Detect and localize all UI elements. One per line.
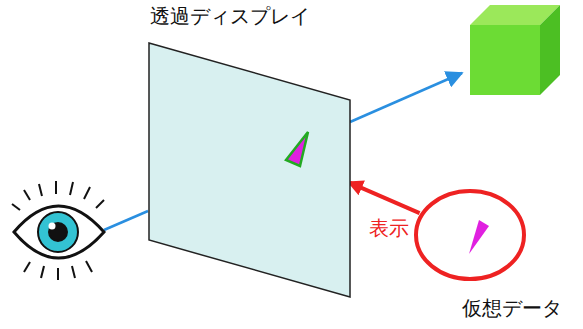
virtual-object bbox=[469, 220, 489, 254]
display-arrow bbox=[350, 183, 420, 213]
real-object-cube bbox=[470, 5, 560, 95]
edge-label: 表示 bbox=[369, 216, 409, 240]
virtual-data-circle: 仮想データ bbox=[413, 188, 527, 282]
node-label: 仮想データ bbox=[462, 296, 562, 320]
node-label: 透過ディスプレイ bbox=[150, 4, 310, 28]
node-outline bbox=[148, 42, 352, 298]
node-outline bbox=[413, 188, 527, 282]
eye-icon bbox=[12, 181, 104, 280]
virtual-object bbox=[286, 132, 308, 166]
sight-line bbox=[104, 211, 148, 230]
sight-line bbox=[350, 73, 462, 122]
see-through-display: 透過ディスプレイ bbox=[148, 42, 352, 298]
